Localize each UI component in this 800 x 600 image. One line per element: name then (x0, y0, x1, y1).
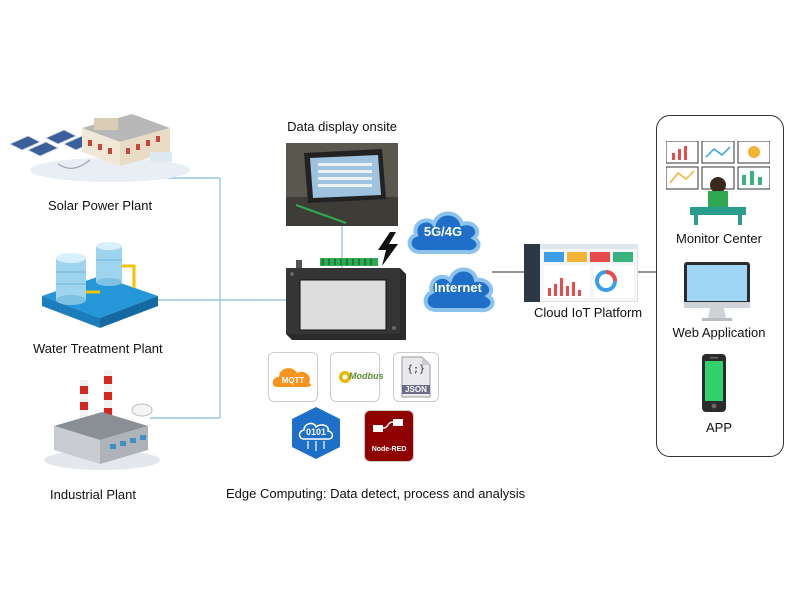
monitor-center-icon (666, 141, 770, 225)
cloud-platform-dashboard (524, 244, 638, 302)
modbus-label: Modbus (349, 371, 384, 381)
mqtt-label: MQTT (281, 376, 305, 385)
internet-cloud: Internet (420, 260, 496, 316)
web-application-icon (684, 262, 750, 321)
industrial-plant-label: Industrial Plant (50, 487, 136, 502)
edge-caption: Edge Computing: Data detect, process and… (226, 486, 526, 501)
json-logo: {;} JSON (393, 352, 439, 402)
water-plant-label: Water Treatment Plant (33, 341, 163, 356)
tank-icon-1 (56, 253, 86, 305)
internet-label: Internet (434, 280, 482, 295)
nodered-logo: Node-RED (364, 410, 414, 462)
json-symbol: {;} (406, 364, 426, 375)
cloud-icon (407, 211, 481, 255)
solar-panels-icon (10, 129, 95, 157)
json-label: JSON (402, 385, 430, 394)
monitor-center-label: Monitor Center (676, 231, 762, 246)
solar-plant-icon (10, 114, 190, 182)
binary-data-logo: 0101 (288, 405, 344, 461)
mobile-app-icon (702, 354, 726, 412)
water-plant: Water Treatment Plant (30, 238, 190, 358)
onsite-display-photo (286, 143, 398, 226)
cellular-cloud: 5G/4G (402, 204, 484, 258)
chimney-icon-2 (104, 370, 112, 426)
nodered-label: Node-RED (371, 446, 407, 453)
mobile-app-label: APP (705, 420, 732, 435)
modbus-logo: Modbus (330, 352, 384, 402)
building-icon (82, 114, 172, 166)
flow-icon (373, 419, 403, 432)
water-plant-icon (42, 242, 158, 328)
cloud-icon (423, 267, 495, 313)
gear-icon (339, 371, 351, 383)
mqtt-logo: MQTT (268, 352, 318, 402)
cellular-label: 5G/4G (423, 224, 463, 239)
solar-plant: Solar Power Plant (10, 108, 190, 213)
edge-gateway-device (286, 258, 406, 340)
cloud-platform-label: Cloud IoT Platform (534, 305, 643, 320)
onsite-display-label: Data display onsite (287, 119, 397, 134)
industrial-plant: Industrial Plant (40, 364, 200, 504)
solar-plant-label: Solar Power Plant (48, 198, 153, 213)
web-application-label: Web Application (672, 325, 766, 340)
wireless-lightning-icon (378, 232, 398, 266)
binary-label: 0101 (305, 427, 327, 437)
tank-icon-2 (96, 242, 122, 286)
industrial-plant-icon (44, 370, 160, 470)
